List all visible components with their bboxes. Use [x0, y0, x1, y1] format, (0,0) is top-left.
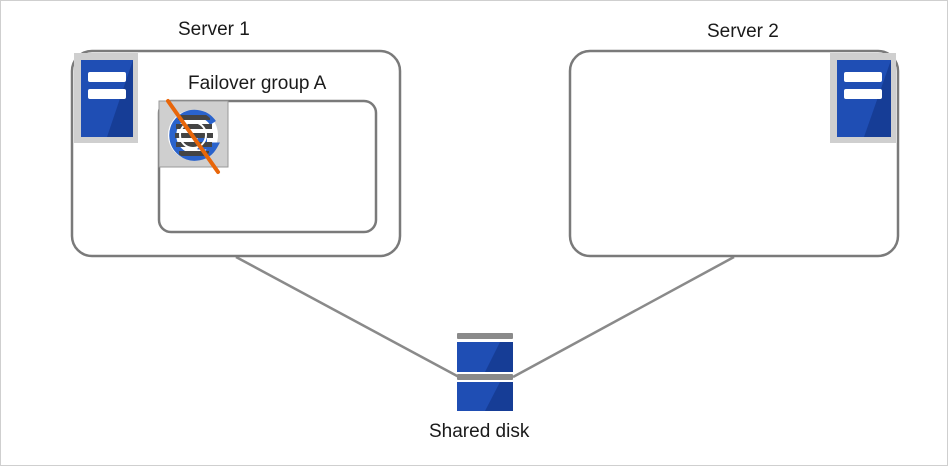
server2-icon: [830, 53, 896, 143]
shared-disk-icon: [457, 333, 513, 411]
server2-box: [568, 49, 900, 258]
stopped-slash-icon: [166, 99, 220, 174]
failover-group-label: Failover group A: [188, 73, 327, 94]
server2-label: Server 2: [707, 21, 779, 42]
server1-icon: [74, 53, 138, 143]
server1-label: Server 1: [178, 19, 250, 40]
shared-disk-label: Shared disk: [429, 421, 530, 442]
connector-server2-disk: [512, 255, 735, 379]
connector-server1-disk: [235, 255, 460, 379]
